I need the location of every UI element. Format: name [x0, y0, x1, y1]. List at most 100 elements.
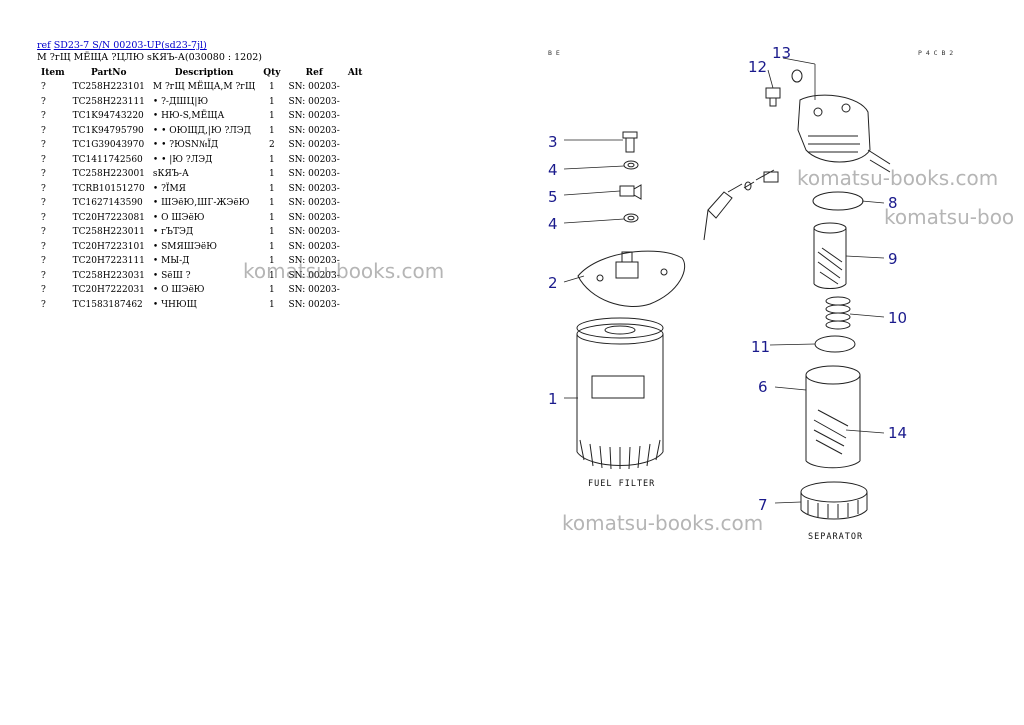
callout: 9	[888, 250, 898, 268]
ref-cell: SN: 00203-	[288, 169, 340, 180]
callout: 6	[758, 378, 768, 396]
qty-cell: 1	[269, 256, 275, 267]
callout: 11	[751, 338, 770, 356]
description-cell: • ?-ДШЦ|Ю	[152, 96, 209, 107]
partno-cell: TC20H7222031	[72, 285, 145, 296]
qty-cell: 1	[269, 212, 275, 223]
callout: 12	[748, 58, 767, 76]
qty-cell: 1	[269, 299, 275, 310]
ref-cell: SN: 00203-	[288, 256, 340, 267]
ref-cell: SN: 00203-	[288, 270, 340, 281]
ref-cell: SN: 00203-	[288, 299, 340, 310]
parts-table: Item PartNo Description Qty Ref Alt ? TC2…	[37, 66, 366, 312]
item-cell: ?	[41, 96, 46, 107]
item-cell: ?	[41, 140, 46, 151]
partno-cell: TC1583187462	[72, 299, 143, 310]
col-description: Description	[174, 68, 234, 78]
item-cell: ?	[41, 285, 46, 296]
partno-cell: TC20H7223081	[72, 212, 145, 223]
ref-cell: SN: 00203-	[288, 111, 340, 122]
item-cell: ?	[41, 169, 46, 180]
description-cell: • гЪТЭД	[152, 227, 194, 238]
ref-cell: SN: 00203-	[288, 125, 340, 136]
partno-cell: TC20H7223111	[72, 256, 145, 267]
corner-label-left: В Е	[548, 49, 560, 57]
description-cell: • НЮ-S,МЁЩА	[152, 111, 225, 122]
watermark: komatsu-boo	[884, 205, 1015, 229]
partno-cell: TC1K94743220	[72, 111, 144, 122]
description-cell: • • ?ЮSN№ЇД	[152, 140, 219, 151]
description-cell: sКЯЪ-А	[152, 169, 189, 180]
callout: 2	[548, 274, 558, 292]
qty-cell: 1	[269, 111, 275, 122]
qty-cell: 1	[269, 198, 275, 209]
description-cell: • • |Ю ?ЛЭД	[152, 154, 213, 165]
item-cell: ?	[41, 154, 46, 165]
description-cell: • SёШ ?	[152, 270, 191, 281]
ref-cell: SN: 00203-	[288, 183, 340, 194]
callout: 10	[888, 309, 907, 327]
item-cell: ?	[41, 241, 46, 252]
ref-cell: SN: 00203-	[288, 212, 340, 223]
model-link[interactable]: SD23-7 S/N 00203-UP(sd23-7jl)	[53, 40, 207, 51]
item-cell: ?	[41, 82, 46, 93]
ref-cell: SN: 00203-	[288, 285, 340, 296]
watermark: komatsu-books.com	[562, 511, 764, 535]
partno-cell: TC258H223101	[72, 82, 145, 93]
callout: 7	[758, 496, 768, 514]
item-cell: ?	[41, 198, 46, 209]
ref-cell: SN: 00203-	[288, 198, 340, 209]
partno-cell: TC258H223031	[72, 270, 145, 281]
description-cell: • О ШЭёЮ	[152, 285, 205, 296]
partno-cell: TC1411742560	[72, 154, 143, 165]
caption-separator: SEPARATOR	[808, 532, 863, 542]
qty-cell: 1	[269, 82, 275, 93]
description-cell: • • ОЮЩД,|Ю ?ЛЭД	[152, 125, 251, 136]
partno-cell: TC1K94795790	[72, 125, 144, 136]
breadcrumb: ref SD23-7 S/N 00203-UP(sd23-7jl)	[37, 40, 207, 52]
description-cell: • МЫ-Д	[152, 256, 190, 267]
item-cell: ?	[41, 227, 46, 238]
partno-cell: TC258H223001	[72, 169, 145, 180]
qty-cell: 1	[269, 227, 275, 238]
callout: 13	[772, 44, 791, 62]
table-header-row: Item PartNo Description Qty Ref Alt	[37, 66, 366, 80]
qty-cell: 1	[269, 154, 275, 165]
item-cell: ?	[41, 125, 46, 136]
callout: 5	[548, 188, 558, 206]
qty-cell: 1	[269, 96, 275, 107]
callout: 3	[548, 133, 558, 151]
description-cell: • О ШЭёЮ	[152, 212, 205, 223]
qty-cell: 1	[269, 183, 275, 194]
col-alt: Alt	[347, 68, 363, 78]
watermark: komatsu-books.com	[797, 166, 999, 190]
page-title: М ?гЩ МЁЩА ?ЦЛЮ sКЯЪ-А(030080 : 1202)	[37, 52, 263, 63]
ref-cell: SN: 00203-	[288, 227, 340, 238]
corner-label-right: Р 4 С В 2	[918, 49, 953, 57]
item-cell: ?	[41, 299, 46, 310]
description-cell: М ?гЩ МЁЩА,М ?гЩ	[152, 82, 256, 93]
col-item: Item	[41, 68, 65, 78]
col-qty: Qty	[263, 68, 281, 78]
description-cell: • ?ЇМЯ	[152, 183, 186, 194]
callout: 8	[888, 194, 898, 212]
item-cell: ?	[41, 256, 46, 267]
ref-cell: SN: 00203-	[288, 82, 340, 93]
qty-cell: 1	[269, 270, 275, 281]
description-cell: • SМЯШЭёЮ	[152, 241, 217, 252]
qty-cell: 2	[269, 140, 275, 151]
ref-link[interactable]: ref	[37, 40, 51, 51]
partno-cell: TC258H223111	[72, 96, 145, 107]
callout: 4	[548, 215, 558, 233]
